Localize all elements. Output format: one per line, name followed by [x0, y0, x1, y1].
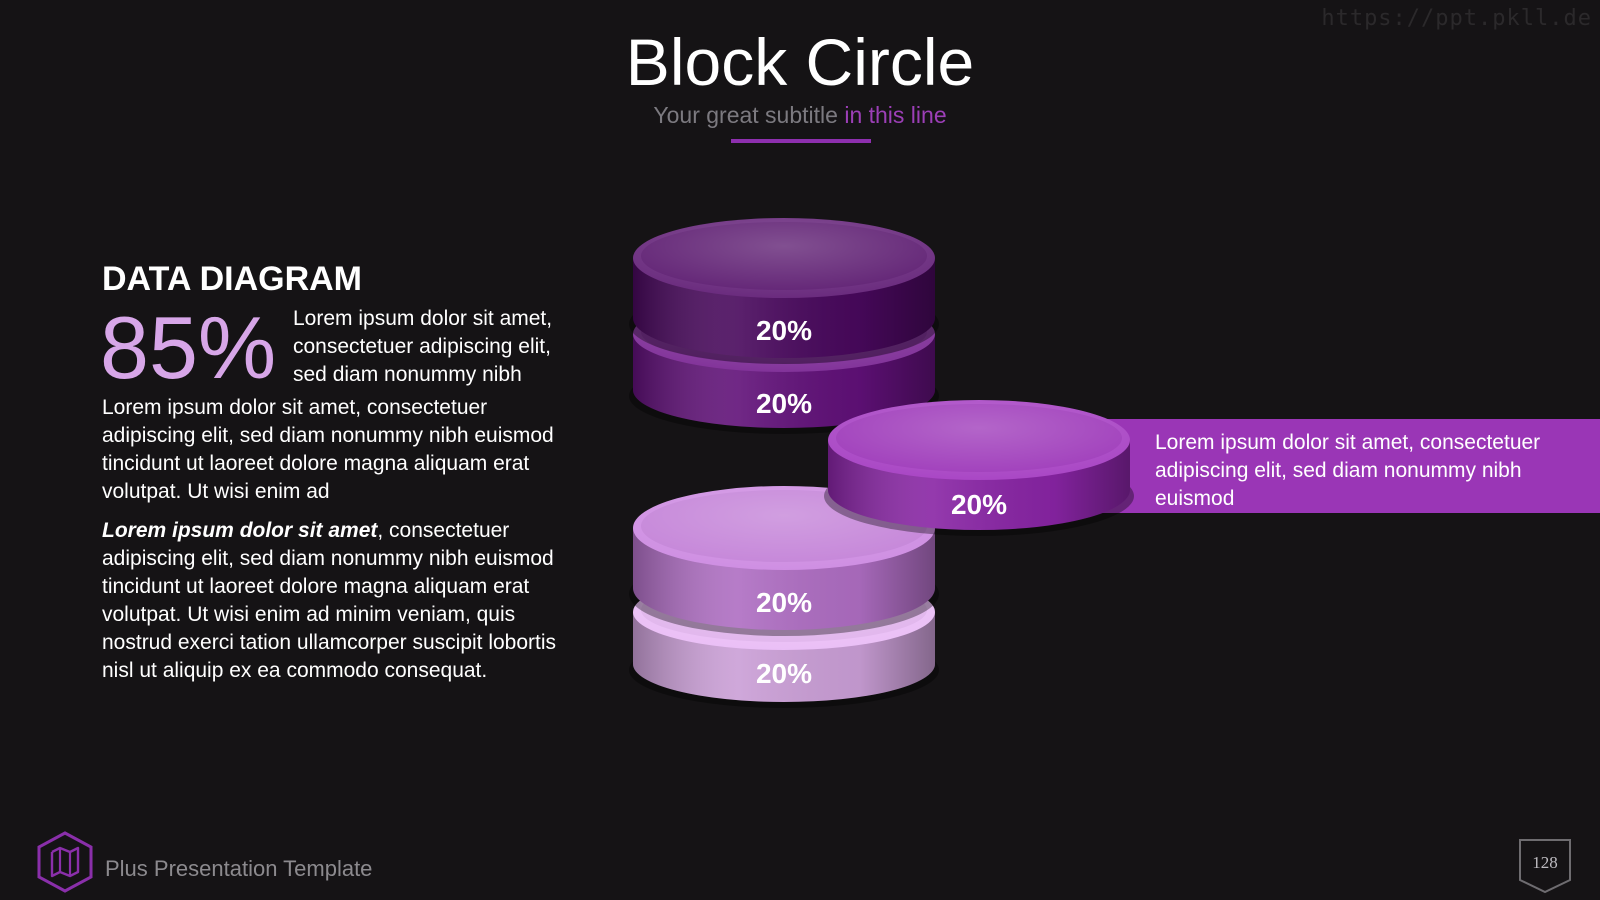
disc-label: 20% [756, 658, 812, 689]
disc-1: 20% [629, 218, 939, 364]
disc-3: 20% [824, 400, 1134, 536]
page-badge-shape [1519, 839, 1571, 894]
title-underline [731, 139, 871, 143]
disc-label: 20% [756, 388, 812, 419]
map-icon [37, 831, 93, 893]
disc-label: 20% [756, 587, 812, 618]
paragraph-rest: , consectetuer adipiscing elit, sed diam… [102, 519, 557, 682]
section-heading: DATA DIAGRAM [102, 260, 362, 298]
paragraph-lead: Lorem ipsum dolor sit amet [102, 519, 378, 542]
disc-label: 20% [951, 489, 1007, 520]
percentage-description: Lorem ipsum dolor sit amet, consectetuer… [293, 307, 553, 386]
slide-title: Block Circle [625, 25, 975, 99]
subtitle-highlight: in this line [844, 102, 947, 128]
disc-label: 20% [756, 315, 812, 346]
callout-text: Lorem ipsum dolor sit amet, consectetuer… [1155, 431, 1541, 510]
disc-top-shine [828, 400, 1130, 480]
callout-band [1090, 419, 1600, 513]
big-percentage: 85% [100, 298, 277, 397]
body-paragraph-1: Lorem ipsum dolor sit amet, consectetuer… [102, 396, 554, 503]
page-number: 128 [1532, 853, 1558, 872]
footer-brand: Plus Presentation Template [105, 856, 373, 881]
disc-top-shine [633, 218, 935, 298]
body-paragraph-2: Lorem ipsum dolor sit amet, consectetuer… [102, 517, 582, 685]
slide-subtitle: Your great subtitle in this line [0, 102, 1600, 129]
subtitle-main: Your great subtitle [653, 102, 845, 128]
watermark: https://ppt.pkll.de [1321, 6, 1592, 31]
